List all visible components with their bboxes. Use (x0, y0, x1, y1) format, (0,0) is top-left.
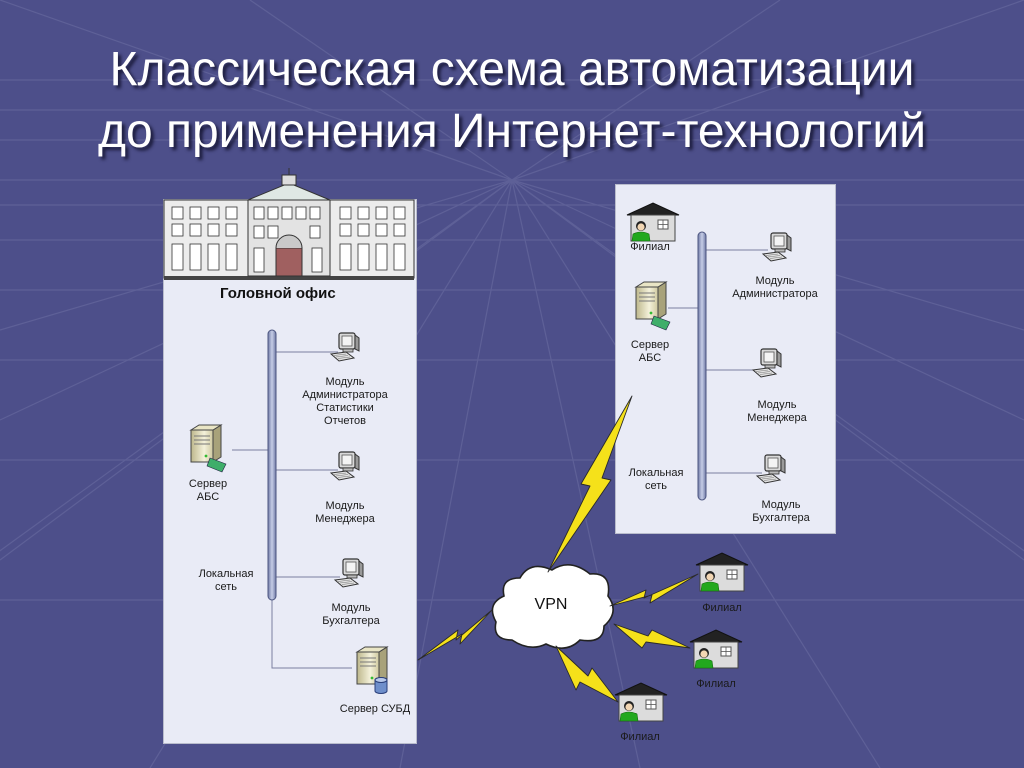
vpn-cloud-icon (491, 564, 614, 649)
branch-accountant-computer-icon (756, 454, 786, 484)
branch-manager-module-label: Модуль Менеджера (747, 399, 807, 424)
branch-abs-server-label: Сервер АБС (630, 339, 670, 364)
lightning-branch-to-vpn (547, 395, 633, 573)
database-icon (374, 677, 388, 694)
branch-accountant-module-label: Модуль Бухгалтера (752, 499, 810, 524)
slide-title-line-1: Классическая схема автоматизации (109, 43, 915, 96)
branch-office-panel (615, 184, 836, 534)
branch-admin-module-label: Модуль Администратора (732, 275, 818, 300)
branch-manager-computer-icon (752, 348, 782, 378)
remote-branch-3-label: Филиал (620, 731, 660, 743)
lightning-links (417, 395, 699, 703)
accountant-module-computer-icon (334, 558, 364, 588)
manager-module-label: Модуль Менеджера (315, 500, 375, 525)
vpn-label: VPN (534, 596, 568, 613)
admin-module-computer-icon (330, 332, 360, 362)
remote-branch-2-label: Филиал (696, 678, 736, 690)
lightning-vpn-to-branch-2 (613, 623, 691, 649)
remote-branch-2-house-icon (689, 629, 743, 669)
slide-title-line-2: до применения Интернет-технологий (97, 105, 927, 158)
head-office-connectors (232, 351, 352, 669)
head-office-network-bus (267, 329, 277, 601)
lightning-headoffice-to-vpn (417, 609, 493, 661)
branch-local-network-label: Локальная сеть (628, 467, 684, 492)
manager-module-computer-icon (330, 451, 360, 481)
accountant-module-label: Модуль Бухгалтера (322, 602, 380, 627)
branch-office-connectors (668, 249, 768, 474)
branch-office-network-bus (697, 231, 707, 501)
branch-house-icon (626, 202, 680, 242)
branch-abs-server-icon (635, 281, 667, 320)
remote-branch-3-house-icon (614, 682, 668, 722)
abs-server-icon (190, 424, 222, 463)
admin-module-label: Модуль Администратора Статистики Отчетов (302, 376, 388, 427)
abs-server-label: Сервер АБС (188, 478, 228, 503)
branch-abs-server-card-icon (650, 315, 671, 331)
head-office-title: Головной офис (220, 285, 336, 302)
branch-label: Филиал (630, 241, 670, 253)
remote-branch-1-house-icon (695, 552, 749, 592)
abs-server-card-icon (206, 457, 227, 473)
head-office-building-icon (163, 168, 415, 280)
lightning-vpn-to-branch-3 (555, 645, 619, 703)
remote-branch-1-label: Филиал (702, 602, 742, 614)
lightning-vpn-to-branch-1 (609, 573, 699, 607)
dbms-server-label: Сервер СУБД (339, 703, 411, 715)
branch-admin-computer-icon (762, 232, 792, 262)
local-network-label: Локальная сеть (198, 568, 254, 593)
